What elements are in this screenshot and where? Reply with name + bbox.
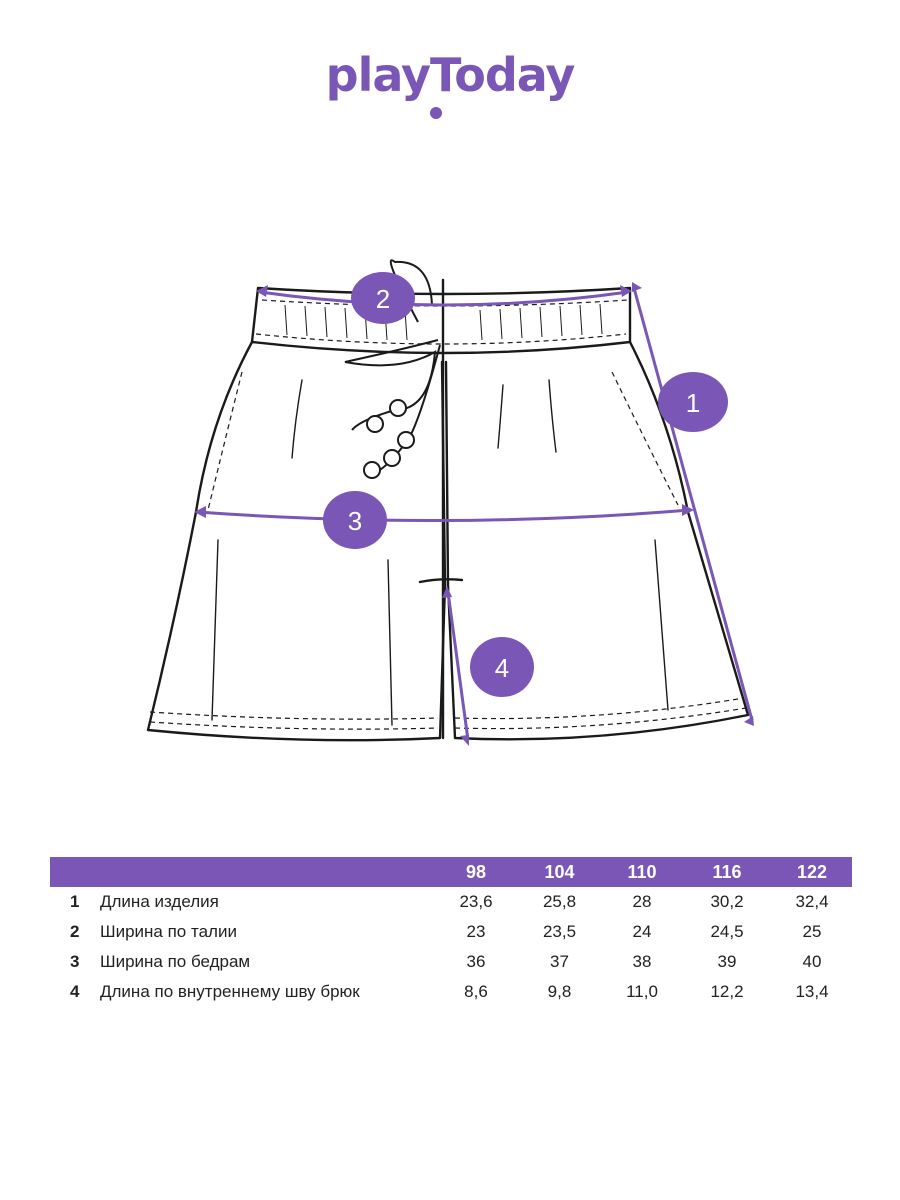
garment-sketch: 2 1 3 4: [146, 259, 754, 746]
marker-1-label: 1: [686, 388, 700, 418]
shirring: [284, 303, 603, 341]
size-header: 98: [465, 861, 487, 882]
size-header: 116: [712, 861, 742, 882]
table-cell: 30,2: [710, 892, 744, 911]
measurement-arrowheads: [194, 282, 754, 746]
drawstring: [344, 259, 441, 479]
table-row: 1 Длина изделия 23,6 25,8 28 30,2 32,4: [50, 887, 852, 917]
size-header: 110: [627, 861, 657, 882]
brand-logo-dot: [430, 107, 442, 119]
header-spacer: [50, 857, 100, 887]
table-cell: 11,0: [626, 982, 658, 1001]
table-cell: 23: [466, 922, 486, 941]
table-cell: 39: [717, 952, 737, 971]
marker-4: 4: [470, 637, 534, 697]
shorts-outline: [146, 278, 750, 742]
table-cell: 40: [802, 952, 822, 971]
size-header: 104: [544, 861, 575, 882]
table-cell: 25,8: [542, 892, 577, 911]
marker-3-label: 3: [348, 506, 362, 536]
table-cell: 38: [632, 952, 652, 971]
brand-logo-text: playToday: [325, 48, 576, 102]
marker-2: 2: [351, 272, 415, 324]
row-label: Длина изделия: [100, 892, 219, 911]
size-table-header: 98 104 110 116 122: [50, 857, 852, 887]
table-cell: 24,5: [710, 922, 744, 941]
size-table: 98 104 110 116 122 1 Длина изделия 23,6 …: [50, 857, 852, 1007]
row-label: Ширина по талии: [100, 922, 237, 941]
table-cell: 36: [466, 952, 486, 971]
table-cell: 32,4: [795, 892, 829, 911]
table-row: 2 Ширина по талии 23 23,5 24 24,5 25: [50, 917, 852, 947]
stitching: [149, 299, 747, 730]
table-cell: 37: [550, 952, 569, 971]
table-cell: 13,4: [795, 982, 829, 1001]
row-number: 1: [70, 892, 80, 911]
table-cell: 12,2: [710, 982, 744, 1001]
measurement-lines: [197, 287, 754, 741]
marker-4-label: 4: [495, 653, 509, 683]
brand-logo: playToday: [0, 45, 900, 125]
marker-3: 3: [323, 491, 387, 549]
table-cell: 23,5: [542, 922, 577, 941]
table-row: 4 Длина по внутреннему шву брюк 8,6 9,8 …: [50, 977, 852, 1007]
table-cell: 23,6: [459, 892, 493, 911]
table-cell: 9,8: [547, 982, 572, 1001]
row-label: Ширина по бедрам: [100, 952, 251, 971]
table-cell: 28: [632, 892, 652, 911]
marker-2-label: 2: [376, 284, 390, 314]
table-cell: 24: [632, 922, 652, 941]
size-header: 122: [796, 861, 828, 882]
row-number: 4: [70, 982, 80, 1001]
row-label: Длина по внутреннему шву брюк: [100, 982, 360, 1001]
row-number: 3: [70, 952, 80, 971]
table-row: 3 Ширина по бедрам 36 37 38 39 40: [50, 947, 852, 977]
table-cell: 8,6: [464, 982, 488, 1001]
marker-1: 1: [658, 372, 728, 432]
table-cell: 25: [802, 922, 822, 941]
row-number: 2: [70, 922, 80, 941]
header-spacer: [100, 857, 435, 887]
